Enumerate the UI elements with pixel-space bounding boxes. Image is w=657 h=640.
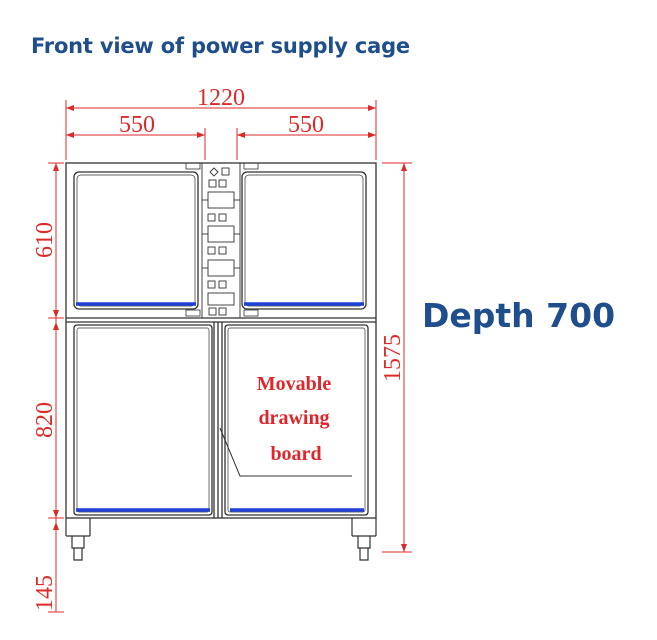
dimension-lines: [48, 100, 412, 613]
right-caster-icon: [351, 518, 377, 561]
diamond-indicator-icon: [209, 167, 219, 177]
callout-line-2: drawing: [258, 407, 329, 429]
foot-height-label: 145: [32, 575, 58, 611]
overall-width-label: 1220: [197, 85, 245, 111]
upper-left-drawer: [73, 162, 201, 317]
callout-leader-line: [219, 427, 352, 477]
lower-right-door: [224, 324, 369, 516]
depth-label: Depth 700: [422, 296, 616, 335]
left-width-label: 550: [119, 112, 155, 138]
total-height-label: 1575: [380, 334, 406, 382]
upper-right-drawer: [241, 162, 367, 317]
callout-line-1: Movable: [257, 373, 332, 395]
page-title: Front view of power supply cage: [31, 34, 410, 58]
caster-legs: [65, 518, 377, 561]
upper-height-label: 610: [32, 222, 58, 258]
left-caster-icon: [65, 518, 91, 561]
callout-line-3: board: [270, 443, 321, 465]
lower-height-label: 820: [32, 402, 58, 438]
dimension-arrowheads: [53, 105, 407, 552]
control-panel-column: [201, 163, 241, 318]
cabinet-outer-frame: [65, 162, 377, 519]
cabinet: [65, 162, 377, 519]
right-width-label: 550: [288, 112, 324, 138]
lower-left-door: [73, 324, 213, 516]
